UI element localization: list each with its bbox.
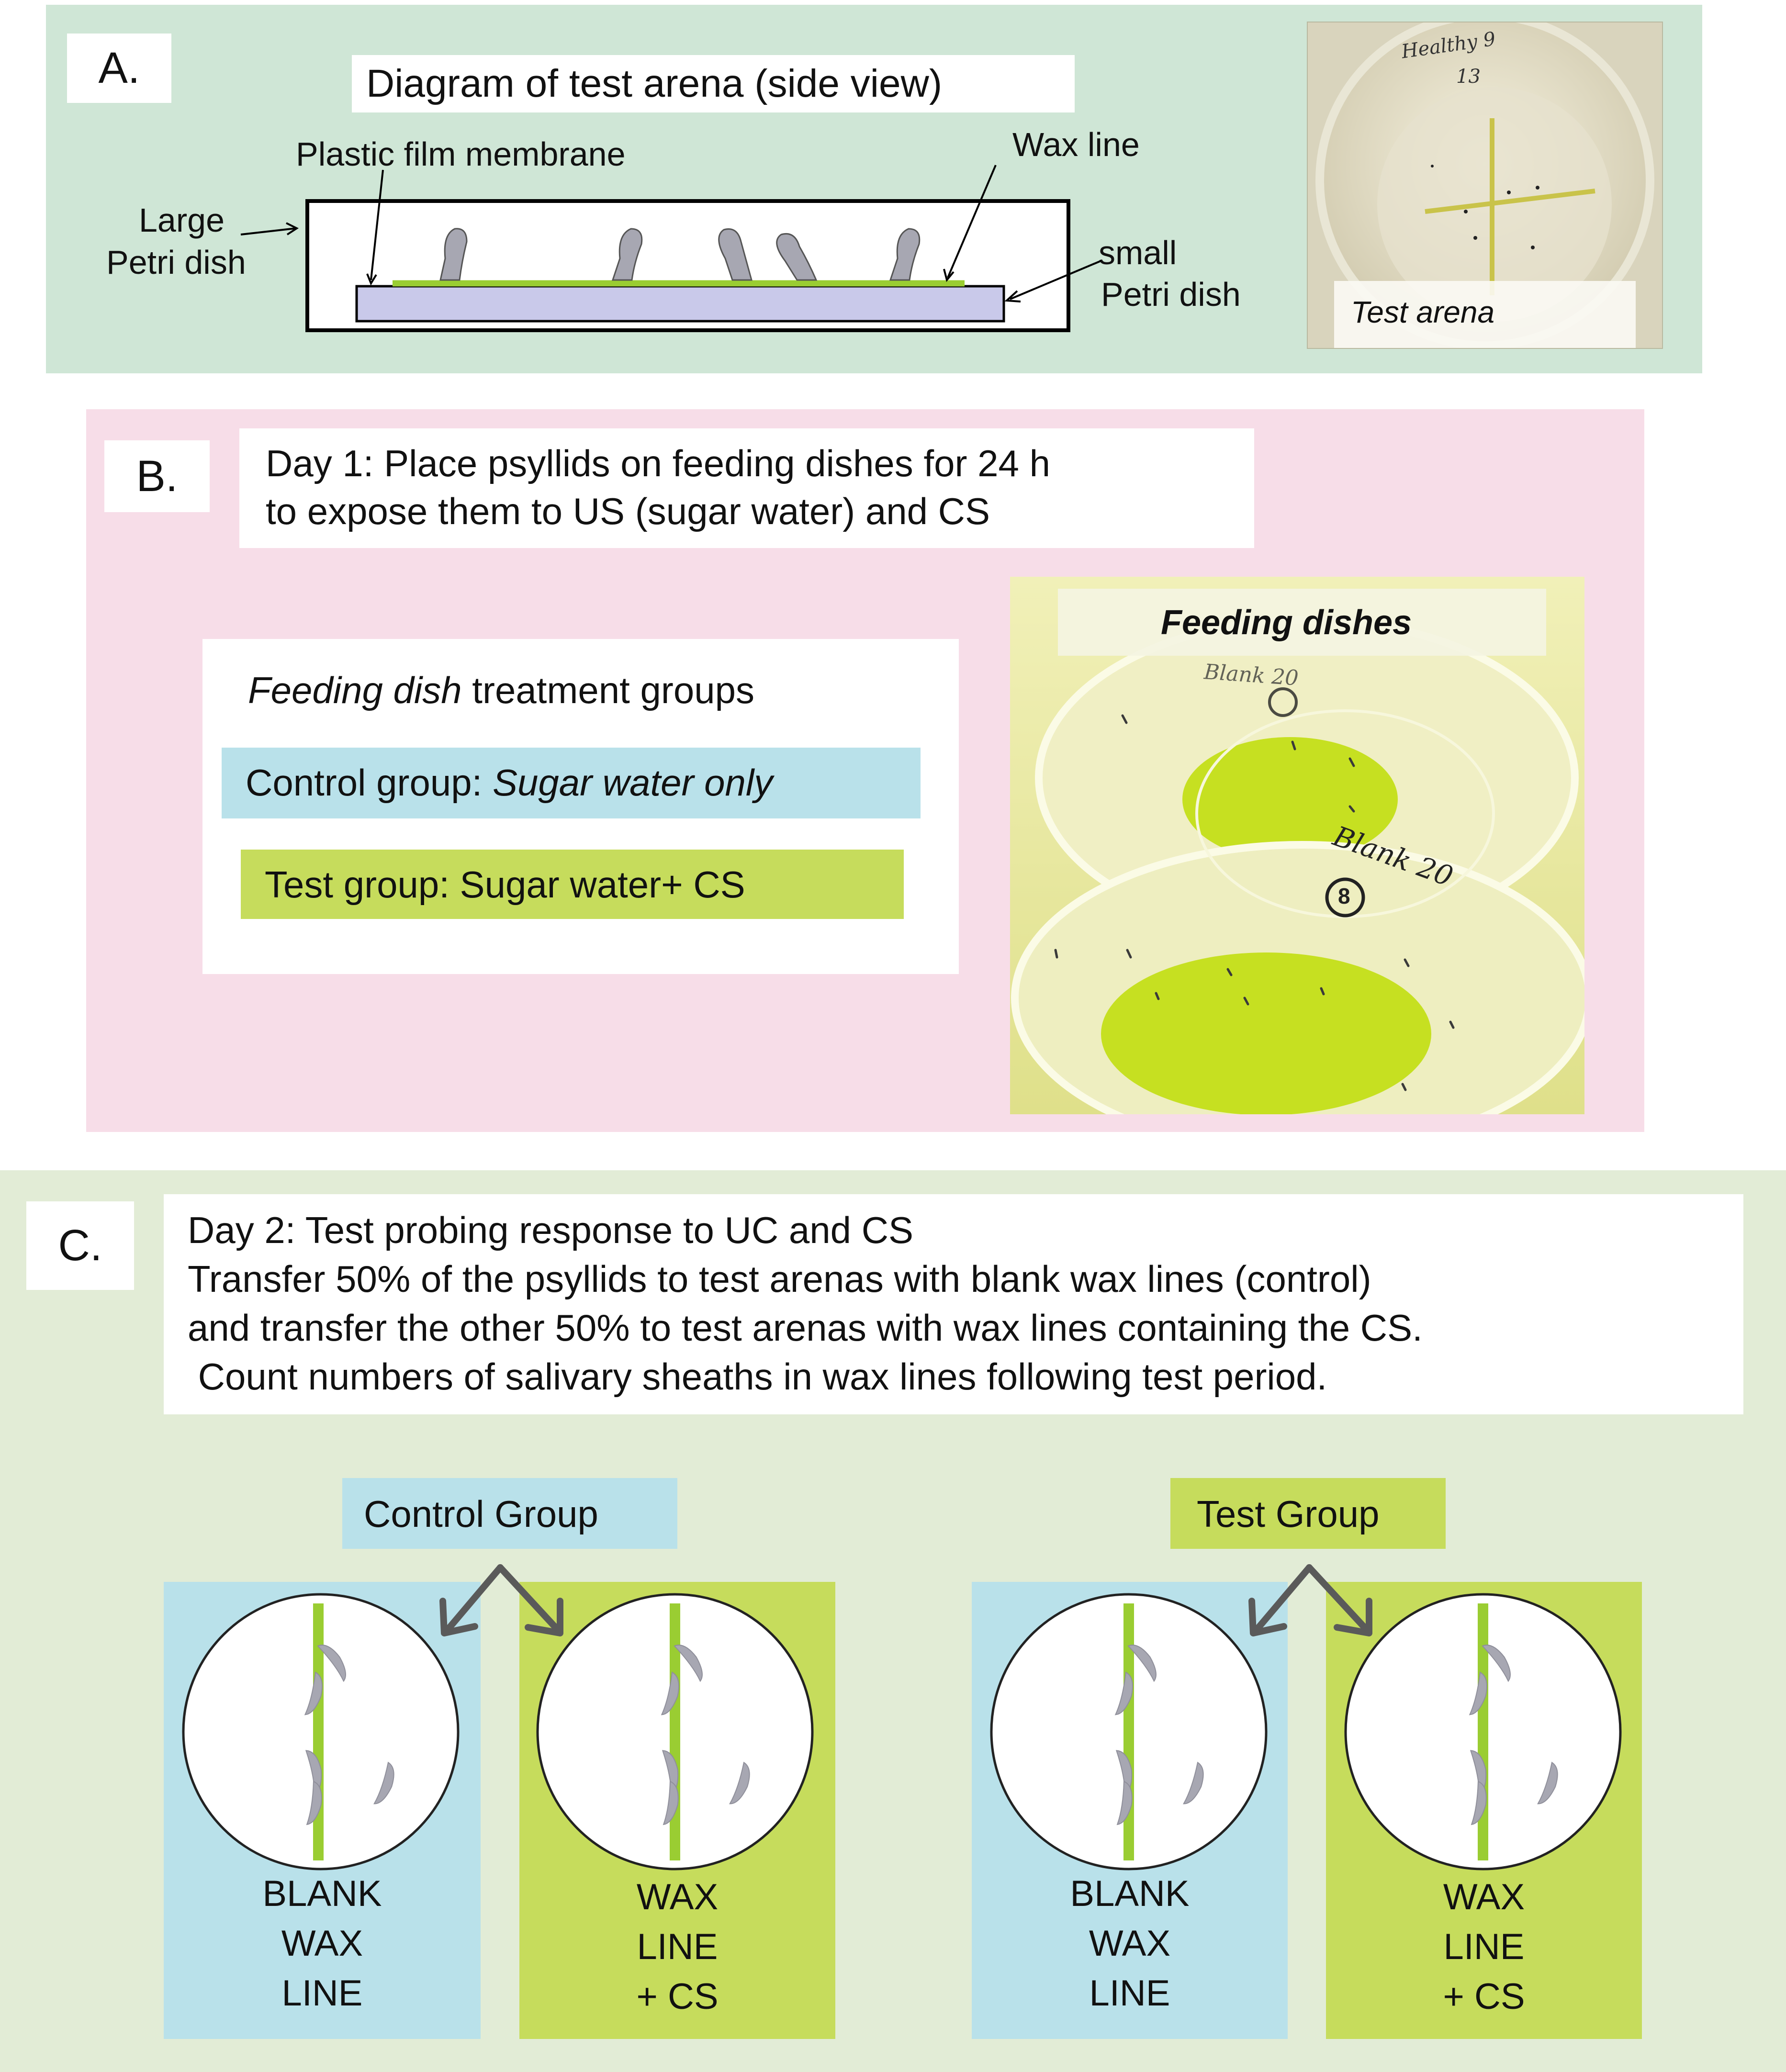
control-group-header: Control Group — [342, 1478, 677, 1549]
panel-c-line-4: Count numbers of salivary sheaths in wax… — [188, 1355, 1327, 1398]
psyllid-side-1 — [439, 228, 468, 281]
arrow-to-control-blank — [444, 1564, 504, 1633]
panel-a-letter: A. — [67, 34, 171, 103]
psyllid-side-2 — [611, 228, 643, 281]
test-arena-photo: Healthy 9 13 Test arena — [1307, 22, 1663, 349]
label-small-2: Petri dish — [1101, 276, 1241, 313]
treatment-groups-box: Feeding dish treatment groups Control gr… — [202, 639, 959, 974]
control-group-header-label: Control Group — [364, 1493, 598, 1535]
dish-number-circle — [1325, 877, 1365, 918]
feeding-dishes-caption: Feeding dishes — [1161, 604, 1412, 642]
arena-control-blank — [182, 1593, 460, 1870]
feeding-dishes-photo-drawing — [1010, 577, 1584, 1114]
side-view-diagram — [240, 165, 1101, 332]
psyllid-side-5 — [889, 228, 921, 281]
test-group-label: Test group: Sugar water+ CS — [265, 863, 745, 906]
psyllid-side-4 — [776, 233, 818, 281]
arena-test-cs — [1344, 1593, 1622, 1870]
photo-wax-line-horizontal — [1425, 189, 1595, 214]
panel-c-letter: C. — [26, 1201, 134, 1290]
label-control-wax-line-cs: WAX LINE + CS — [636, 1877, 719, 2017]
control-group-arrows — [439, 1564, 563, 1636]
arena-control-cs — [536, 1593, 814, 1870]
pointer-small-dish — [1010, 260, 1101, 300]
label-plastic-film-membrane: Plastic film membrane — [296, 135, 626, 173]
feeding-dish-top-liquid — [1182, 737, 1398, 862]
diagram-pointers — [240, 165, 1101, 302]
panel-b-letter: B. — [104, 440, 210, 512]
test-group-bar: Test group: Sugar water+ CS — [241, 850, 904, 919]
treatment-groups-title: Feeding dish treatment groups — [248, 669, 754, 711]
test-group-header: Test Group — [1170, 1478, 1446, 1549]
panel-b-instructions: Day 1: Place psyllids on feeding dishes … — [239, 428, 1254, 548]
test-arena-caption: Test arena — [1351, 295, 1495, 329]
label-large-2: Petri dish — [106, 244, 246, 281]
pointer-membrane — [370, 169, 384, 280]
arena-test-blank — [990, 1593, 1268, 1870]
panel-c-instructions: Day 2: Test probing response to UC and C… — [164, 1194, 1743, 1414]
panel-c-line-2: Transfer 50% of the psyllids to test are… — [188, 1258, 1371, 1300]
test-group-arrows — [1248, 1564, 1372, 1636]
arrow-to-test-cs — [1306, 1564, 1370, 1633]
label-test-wax-line-cs: WAX LINE + CS — [1443, 1877, 1525, 2017]
panel-a-title: Diagram of test arena (side view) — [352, 55, 1075, 112]
pointer-large-dish — [240, 227, 296, 235]
photo-handwriting-2: 13 — [1456, 66, 1481, 88]
test-group-header-label: Test Group — [1197, 1493, 1380, 1535]
photo-caption-box — [1334, 281, 1636, 348]
label-small-1: small — [1099, 234, 1177, 271]
panel-c-line-1: Day 2: Test probing response to UC and C… — [188, 1209, 914, 1251]
feeding-dishes-caption-box — [1058, 589, 1546, 656]
label-large-1: Large — [139, 202, 225, 239]
label-test-blank-wax-line: BLANK WAX LINE — [1070, 1873, 1190, 2014]
label-control-blank-wax-line: BLANK WAX LINE — [262, 1873, 382, 2014]
psyllids-side-view — [439, 228, 921, 281]
panel-b-line-2: to expose them to US (sugar water) and C… — [266, 490, 990, 532]
feeding-dishes-photo: Blank 20 Blank 20 8 Feeding dishes — [1010, 577, 1584, 1114]
control-group-treatment: Sugar water only — [492, 762, 773, 804]
test-arena-photo-drawing — [1308, 22, 1662, 348]
panel-c-line-3: and transfer the other 50% to test arena… — [188, 1307, 1423, 1349]
pointer-wax-line — [947, 165, 997, 278]
control-group-label: Control group: — [246, 762, 493, 804]
feeding-dish-bottom-liquid — [1101, 952, 1431, 1114]
arrow-to-test-blank — [1253, 1564, 1313, 1633]
arrow-to-control-cs — [497, 1564, 561, 1633]
label-wax-line: Wax line — [1012, 126, 1140, 163]
panel-b-line-1: Day 1: Place psyllids on feeding dishes … — [266, 442, 1050, 484]
psyllid-side-3 — [718, 228, 753, 281]
control-group-bar: Control group: Sugar water only — [222, 748, 921, 818]
photo-dish-number: 8 — [1338, 884, 1350, 908]
